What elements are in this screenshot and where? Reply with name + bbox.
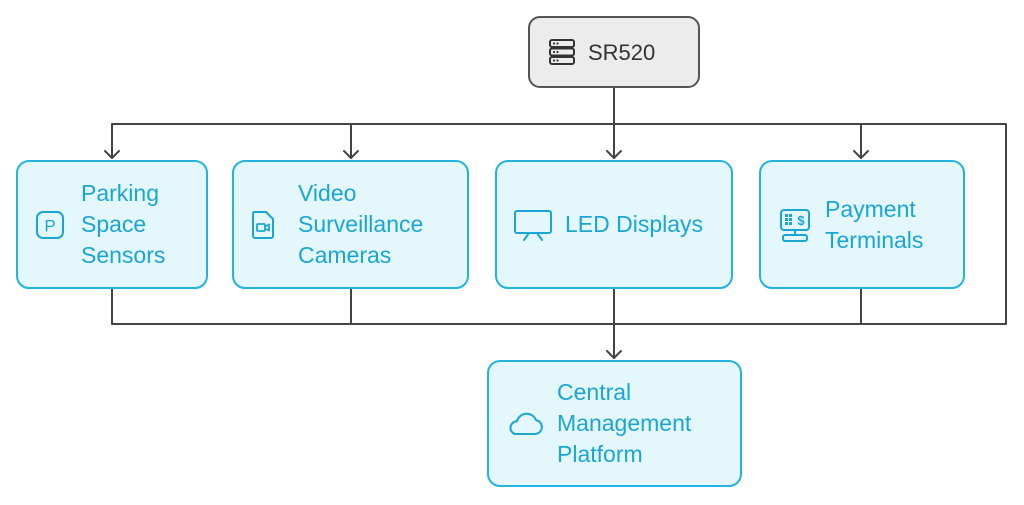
node-video-surveillance-cameras-label: Video Surveillance Cameras (298, 178, 423, 271)
node-sr520-label: SR520 (588, 39, 656, 65)
label-line: Cameras (298, 242, 392, 268)
node-video-surveillance-cameras: Video Surveillance Cameras (232, 160, 469, 289)
node-led-displays: LED Displays (495, 160, 733, 289)
display-screen-icon (513, 208, 553, 242)
connector-top-bus (111, 123, 1007, 325)
label-line: Parking (81, 180, 159, 206)
node-led-displays-label: LED Displays (565, 209, 703, 240)
node-payment-terminals-label: Payment Terminals (825, 194, 923, 256)
label-line: Management (557, 410, 692, 436)
label-line: Central (557, 379, 632, 405)
video-camera-icon (250, 210, 276, 240)
node-parking-space-sensors-label: Parking Space Sensors (81, 178, 165, 271)
label-line: Video (298, 180, 357, 206)
parking-sign-icon: P (35, 210, 65, 240)
label-line: Sensors (81, 242, 166, 268)
label-line: Surveillance (298, 211, 424, 237)
label-line: LED Displays (565, 211, 704, 237)
svg-text:P: P (44, 216, 55, 235)
node-central-management-platform-label: Central Management Platform (557, 377, 691, 470)
label-line: Platform (557, 441, 643, 467)
label-line: Terminals (825, 226, 924, 253)
arrowhead-parking-sensors (104, 150, 120, 159)
svg-text:$: $ (797, 213, 805, 228)
label-line: Space (81, 211, 147, 237)
arrowhead-video-cameras (343, 150, 359, 159)
arrowhead-payment-terminals (853, 150, 869, 159)
payment-terminal-icon: $ (779, 207, 811, 243)
node-sr520: SR520 (528, 16, 700, 88)
label-line: Payment (825, 195, 916, 222)
cloud-icon (505, 409, 545, 439)
node-payment-terminals: $ Payment Terminals (759, 160, 965, 289)
node-parking-space-sensors: P Parking Space Sensors (16, 160, 208, 289)
server-rack-icon (544, 37, 580, 67)
node-central-management-platform: Central Management Platform (487, 360, 742, 487)
arrowhead-led-displays (606, 150, 622, 159)
arrowhead-central-platform (606, 350, 622, 359)
